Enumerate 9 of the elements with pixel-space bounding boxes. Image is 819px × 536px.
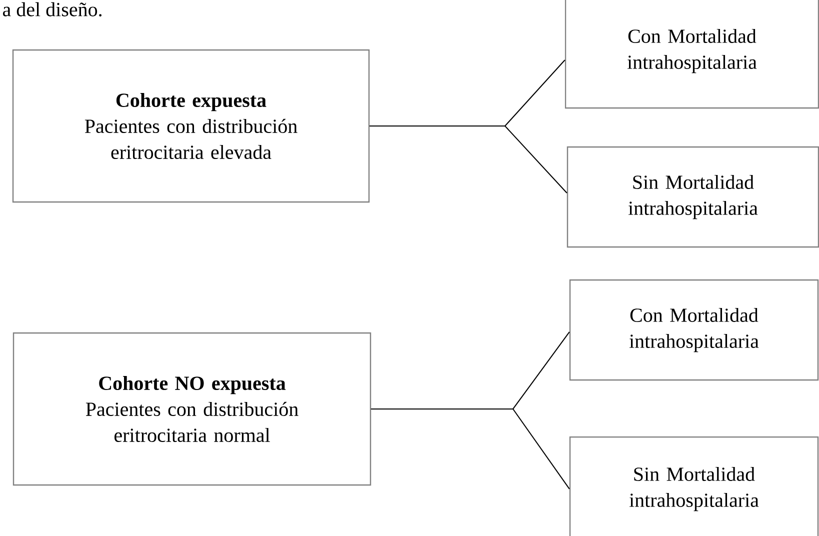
process-box: Cohorte NO expuesta Pacientes con distribución eritrocitaria normal xyxy=(12,332,372,486)
process-box: Cohorte expuesta Pacientes con distribución eritrocitaria elevada xyxy=(12,49,370,203)
process-box: Sin Mortalidad intrahospitalaria xyxy=(569,436,819,536)
process-box: Con Mortalidad intrahospitalaria xyxy=(569,279,819,381)
connector-line xyxy=(371,408,570,490)
caption-text: a del diseño. xyxy=(3,2,102,16)
connector-line xyxy=(370,125,568,194)
process-box: Con Mortalidad intrahospitalaria xyxy=(564,0,819,109)
process-box: Sin Mortalidad intrahospitalaria xyxy=(566,146,819,248)
